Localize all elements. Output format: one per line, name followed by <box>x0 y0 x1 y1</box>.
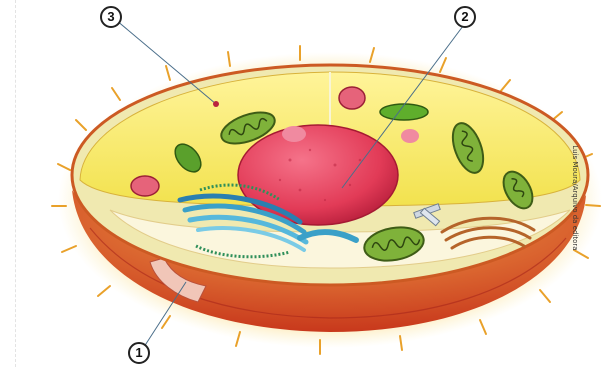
pointer-dot-3 <box>213 101 219 107</box>
label-1: 1 <box>128 342 150 364</box>
label-3: 3 <box>100 6 122 28</box>
vesicle <box>380 104 428 120</box>
label-2: 2 <box>454 6 476 28</box>
image-credit: Luis Moura/Arquivo da editora <box>571 113 579 283</box>
